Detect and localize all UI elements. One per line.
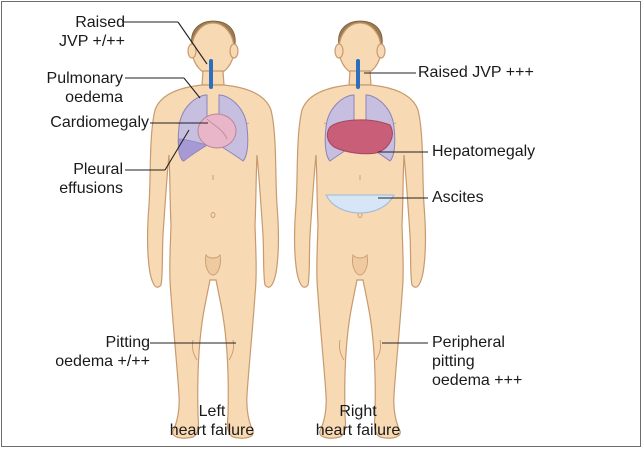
enlarged-heart [198,114,236,148]
caption-left-heart-failure: Left heart failure [152,402,272,440]
caption-line: heart failure [298,421,418,440]
label-hepatomegaly: Hepatomegaly [432,142,535,161]
label-pulmonary-oedema: Pulmonary oedema [47,69,123,107]
label-line: Cardiomegaly [50,113,149,132]
label-line: Pitting [55,333,150,352]
label-line: Pulmonary [47,69,123,88]
label-line: JVP +/++ [59,32,125,51]
label-line: Ascites [432,188,484,207]
enlarged-liver [327,120,392,154]
label-raised-jvp-left: Raised JVP +/++ [59,13,125,51]
label-pitting-oedema: Pitting oedema +/++ [55,333,150,371]
label-line: effusions [59,179,123,198]
label-line: oedema +++ [432,371,522,390]
label-line: pitting [432,352,522,371]
label-line: Raised [59,13,125,32]
label-raised-jvp-right: Raised JVP +++ [418,63,534,82]
right-heart-failure-figure [295,21,426,438]
label-line: Pleural [59,160,123,179]
label-peripheral-oedema: Peripheral pitting oedema +++ [432,333,522,390]
label-line: Peripheral [432,333,522,352]
label-line: oedema +/++ [55,352,150,371]
label-ascites: Ascites [432,188,484,207]
label-pleural-effusions: Pleural effusions [59,160,123,198]
left-heart-failure-figure [148,21,279,438]
caption-line: heart failure [152,421,272,440]
caption-line: Right [298,402,418,421]
caption-right-heart-failure: Right heart failure [298,402,418,440]
caption-line: Left [152,402,272,421]
label-line: oedema [47,88,123,107]
label-line: Raised JVP +++ [418,63,534,82]
label-line: Hepatomegaly [432,142,535,161]
label-cardiomegaly: Cardiomegaly [50,113,149,132]
